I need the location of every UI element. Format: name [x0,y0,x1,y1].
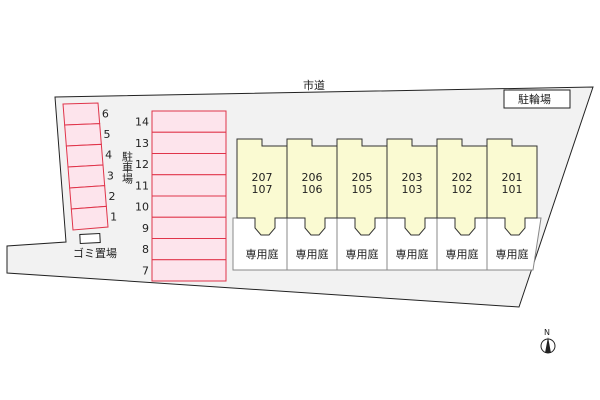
parking-slot [69,185,107,210]
unit-upper-number: 203 [402,171,423,184]
garbage-label: ゴミ置場 [73,246,117,260]
parking-slot-number: 6 [102,107,109,120]
unit-block [236,138,288,236]
parking-slot-number: 4 [105,149,112,162]
parking-label: 駐車場 [121,150,134,185]
parking-slot [151,238,227,261]
parking-slot [151,131,227,154]
parking-slot-number: 10 [135,201,149,214]
private-garden-label: 専用庭 [496,247,529,261]
north-arrow: N [540,328,556,354]
unit-block [336,138,388,236]
parking-slot-number: 8 [142,243,149,256]
unit-lower-number: 101 [502,183,523,196]
unit-lower-number: 103 [402,183,423,196]
parking-slot-number: 9 [142,222,149,235]
parking-slot [62,102,101,126]
road-label: 市道 [303,78,325,92]
bicycle-parking-label: 駐輪場 [518,92,551,106]
parking-slot-number: 13 [135,137,149,150]
parking-slot [151,110,227,133]
parking-slot [151,259,227,282]
parking-slot [151,195,227,218]
parking-slot [151,153,227,176]
parking-slot [151,174,227,197]
parking-slot-number: 1 [110,211,117,224]
unit-upper-number: 206 [302,171,323,184]
unit-block [386,138,438,236]
left-parking-area: 6 5 4 3 2 1 [62,102,117,231]
garbage-box [79,232,101,245]
unit-lower-number: 106 [302,183,323,196]
unit-lower-number: 107 [252,183,273,196]
parking-slot-number: 14 [135,116,149,129]
north-arrow-icon [545,337,551,353]
building: 207107専用庭206106専用庭205105専用庭203103専用庭2021… [232,138,542,271]
unit-upper-number: 207 [252,171,273,184]
private-garden-label: 専用庭 [246,247,279,261]
private-garden-label: 専用庭 [396,247,429,261]
unit-upper-number: 202 [452,171,473,184]
parking-slot [67,164,106,189]
parking-slot-number: 7 [142,264,149,277]
parking-slot-number: 12 [135,158,149,171]
unit-upper-number: 205 [352,171,373,184]
right-parking-area: 14 13 12 11 10 9 8 7 [135,110,227,282]
north-label: N [544,328,550,337]
private-garden-label: 専用庭 [346,247,379,261]
parking-slot [64,123,102,147]
unit-lower-number: 105 [352,183,373,196]
private-garden-label: 専用庭 [446,247,479,261]
unit-upper-number: 201 [502,171,523,184]
bicycle-parking-box [503,89,571,109]
unit-lower-number: 102 [452,183,473,196]
parking-slot-number: 3 [107,169,114,182]
private-garden-label: 専用庭 [296,247,329,261]
unit-block [486,138,538,236]
unit-block [436,138,488,236]
unit-block [286,138,338,236]
parking-slot [70,205,109,231]
parking-slot [65,143,104,168]
parking-slot-number: 2 [109,190,116,203]
parking-slot-number: 5 [104,128,111,141]
parking-slot-number: 11 [135,179,149,192]
parking-slot [151,216,227,239]
